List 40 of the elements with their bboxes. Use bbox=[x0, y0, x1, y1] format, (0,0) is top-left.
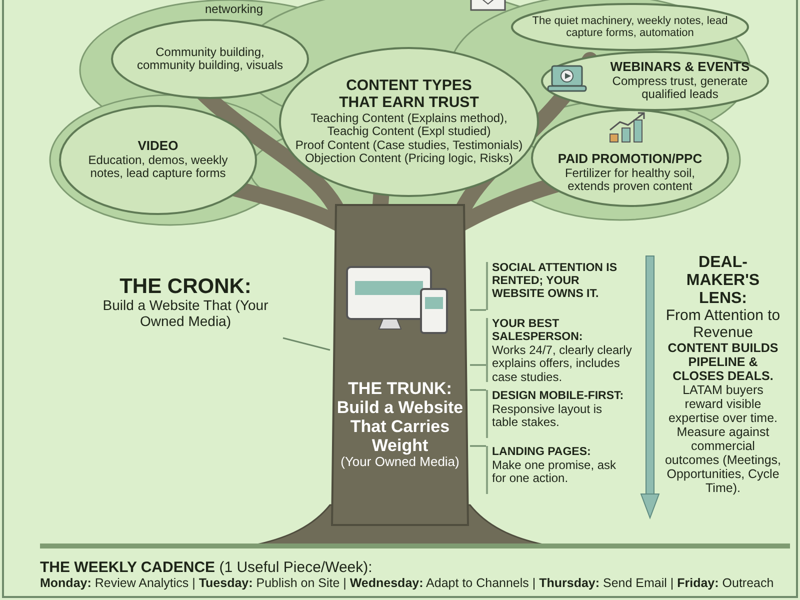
heading-text: VIDEO bbox=[138, 139, 178, 154]
body-text: Teachig Content (Expl studied) bbox=[327, 125, 491, 139]
leader-line bbox=[470, 445, 486, 447]
body-text: Make one promise, ask for one action. bbox=[492, 458, 618, 486]
body-text: Objection Content (Pricing logic, Risks) bbox=[304, 152, 514, 166]
body-text: Fertilizer for healthy soil, extends proven content bbox=[564, 166, 696, 194]
side-note bbox=[486, 318, 632, 382]
leader-line bbox=[470, 364, 486, 366]
heading-text: LANDING PAGES: bbox=[492, 446, 591, 459]
canopy-cloud bbox=[530, 108, 730, 208]
body-text: (Your Owned Media) bbox=[340, 455, 460, 470]
canopy-cloud bbox=[510, 2, 750, 52]
heading-text: THE TRUNK: Build a Website That Carries Weight bbox=[336, 379, 464, 456]
body-text: Responsive layout is table stakes. bbox=[492, 402, 604, 430]
leader-line bbox=[282, 337, 330, 351]
cut-off-text: networking bbox=[205, 2, 264, 16]
body-text: Education, demos, weekly notes, lead capture forms bbox=[87, 154, 229, 181]
leader-line bbox=[470, 309, 486, 311]
heading-text: THE CRONK: bbox=[120, 274, 252, 298]
body-text: Monday: Review Analytics | Tuesday: Publish on Site | Wednesday: Adapt to Channels | Thursday: Send Email | Friday: Outreach bbox=[40, 576, 774, 590]
body-text: Community building, community building, visuals bbox=[136, 46, 284, 72]
heading-text: THE WEEKLY CADENCE (1 Useful Piece/Week): bbox=[40, 560, 372, 576]
heading-text: DEAL-MAKER'S LENS: bbox=[685, 254, 761, 308]
body-text: CONTENT BUILDS PIPELINE & CLOSES DEALS. LATAM buyers reward visible expertise over time. Measure against commercial outcomes (Meetings, Opportunities, Cycle Time). bbox=[664, 341, 782, 496]
heading-text: DESIGN MOBILE-FIRST: bbox=[492, 390, 624, 403]
body-text: SOCIAL ATTENTION IS RENTED; YOUR WEBSITE OWNS IT. bbox=[492, 262, 618, 301]
heading-text: PAID PROMOTION/PPC bbox=[558, 152, 702, 167]
body-text: Compress trust, generate qualified leads bbox=[611, 74, 749, 102]
canopy-cloud bbox=[110, 18, 310, 100]
body-text: Build a Website That (Your Owned Media) bbox=[102, 298, 270, 330]
canopy-cloud bbox=[58, 104, 258, 216]
heading-text: YOUR BEST SALESPERSON: bbox=[492, 318, 584, 344]
body-text: Teaching Content (Explains method), bbox=[310, 112, 508, 126]
body-text: The quiet machinery, weekly notes, lead capture forms, automation bbox=[531, 14, 729, 40]
body-text: From Attention to Revenue bbox=[664, 308, 782, 342]
leader-line bbox=[470, 389, 486, 391]
heading-text: WEBINARS & EVENTS bbox=[610, 60, 750, 75]
body-text: Works 24/7, clearly clearly explains offers, includes case studies. bbox=[492, 344, 632, 384]
heading-text: CONTENT TYPES THAT EARN TRUST bbox=[339, 78, 479, 112]
body-text: Proof Content (Case studies, Testimonials) bbox=[295, 138, 523, 152]
